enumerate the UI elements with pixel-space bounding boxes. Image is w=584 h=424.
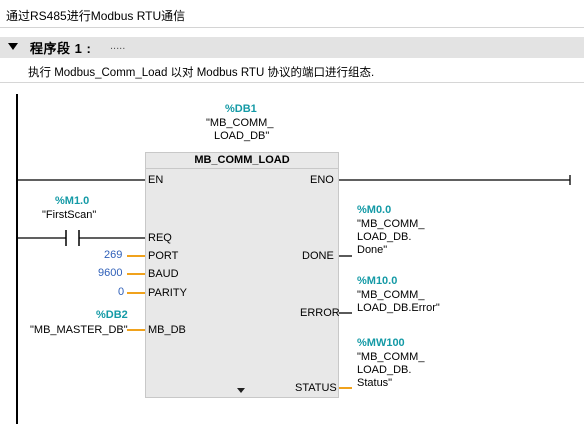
status-symbol-line1[interactable]: "MB_COMM_ <box>357 351 425 363</box>
pin-error: ERROR <box>300 307 340 319</box>
function-block-title[interactable]: MB_COMM_LOAD <box>145 152 339 169</box>
mb-master-tag[interactable]: %DB2 <box>96 309 128 321</box>
pin-status: STATUS <box>295 382 337 394</box>
error-symbol-line2[interactable]: LOAD_DB.Error" <box>357 302 440 314</box>
port-value[interactable]: 269 <box>104 249 123 261</box>
contact-symbol[interactable]: "FirstScan" <box>42 209 97 221</box>
status-tag[interactable]: %MW100 <box>357 337 405 349</box>
instance-db-symbol-line1[interactable]: "MB_COMM_ <box>206 117 274 129</box>
status-symbol-line3[interactable]: Status" <box>357 377 393 389</box>
done-tag[interactable]: %M0.0 <box>357 204 392 216</box>
done-symbol-line3[interactable]: Done" <box>357 244 388 256</box>
expand-block-icon[interactable] <box>237 388 245 393</box>
pin-req: REQ <box>148 232 172 244</box>
editor-top-bar <box>0 0 584 28</box>
instance-db-tag[interactable]: %DB1 <box>225 103 257 115</box>
mb-master-symbol[interactable]: "MB_MASTER_DB" <box>30 324 128 336</box>
network-header[interactable] <box>0 37 584 58</box>
pin-en: EN <box>148 174 164 186</box>
pin-eno: ENO <box>310 174 334 186</box>
pin-done: DONE <box>302 250 334 262</box>
done-symbol-line2[interactable]: LOAD_DB. <box>357 231 412 243</box>
network-title-placeholder[interactable]: ..... <box>110 40 126 52</box>
network-comment[interactable]: 执行 Modbus_Comm_Load 以对 Modbus RTU 协议的端口进… <box>28 67 375 79</box>
divider <box>0 27 584 28</box>
block-title: 通过RS485进行Modbus RTU通信 <box>6 9 186 23</box>
divider <box>0 82 584 83</box>
pin-baud: BAUD <box>148 268 179 280</box>
pin-parity: PARITY <box>148 287 187 299</box>
instance-db-symbol-line2[interactable]: LOAD_DB" <box>214 130 270 142</box>
parity-value[interactable]: 0 <box>118 286 125 298</box>
network-title[interactable]: 程序段 1 : <box>30 41 92 56</box>
contact-tag[interactable]: %M1.0 <box>55 195 90 207</box>
collapse-triangle-icon[interactable] <box>8 43 18 50</box>
baud-value[interactable]: 9600 <box>98 267 123 279</box>
status-symbol-line2[interactable]: LOAD_DB. <box>357 364 412 376</box>
error-symbol-line1[interactable]: "MB_COMM_ <box>357 289 425 301</box>
error-tag[interactable]: %M10.0 <box>357 275 398 287</box>
pin-port: PORT <box>148 250 179 262</box>
pin-mb-db: MB_DB <box>148 324 186 336</box>
function-block-box[interactable] <box>145 152 339 398</box>
done-symbol-line1[interactable]: "MB_COMM_ <box>357 218 425 230</box>
